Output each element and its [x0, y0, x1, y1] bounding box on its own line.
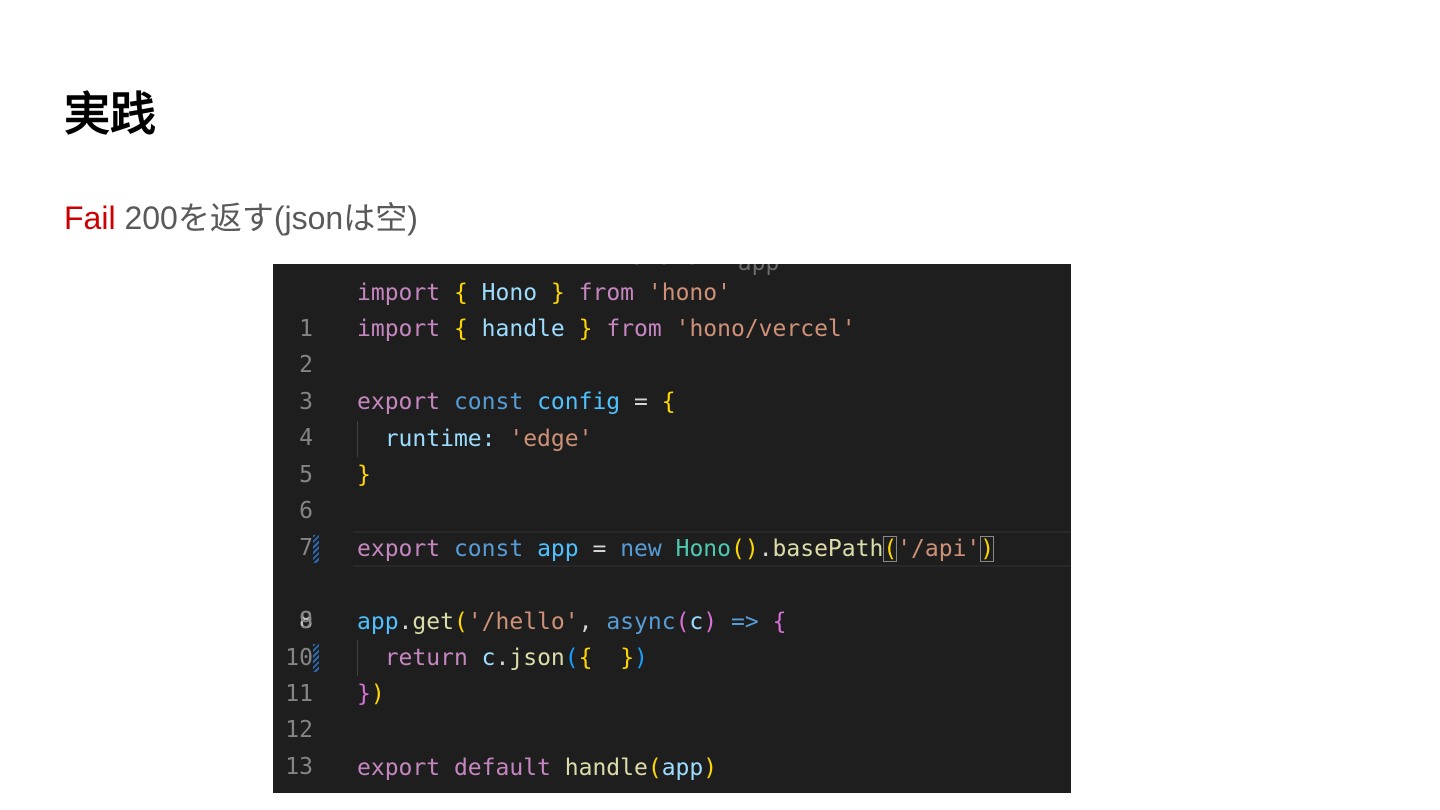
line-number: 4 [299, 425, 313, 451]
slide-title: 実践 [64, 87, 156, 141]
token: return [384, 645, 468, 671]
token: config [537, 389, 621, 415]
fail-label: Fail [64, 200, 116, 236]
token: app [357, 609, 399, 635]
code-line-11: 11 return c.json({ }) [273, 640, 1071, 707]
code-line-12: 12 }) [273, 676, 1071, 743]
line-number: 1 [299, 316, 313, 342]
line-number: 12 [285, 717, 313, 743]
token: 'edge' [509, 426, 593, 452]
line-number: 5 [299, 462, 313, 488]
line-number: 14 [273, 786, 313, 793]
code-line-14: 14 export default handle(app) [273, 750, 1071, 793]
token: async [606, 609, 676, 635]
code-line-8: 8 export const app = new Hono().basePath… [273, 531, 1071, 634]
indent-guide [357, 640, 358, 676]
line-number: 7 [299, 535, 313, 561]
token: export [357, 755, 441, 781]
token: export [357, 536, 441, 562]
token: from [578, 280, 635, 306]
token: c [689, 609, 704, 635]
token: from [606, 316, 662, 342]
token: const [453, 536, 524, 562]
token: app [537, 536, 579, 562]
indent-guide [357, 421, 358, 457]
code-line-10: 10 app.get('/hello', async(c) => { [273, 604, 1071, 671]
line-number: 8 [299, 608, 313, 634]
token: Hono [675, 536, 731, 562]
token: runtime [384, 426, 482, 452]
token: handle [564, 755, 648, 781]
token: 'hono/vercel' [675, 316, 856, 342]
token: get [412, 609, 454, 635]
subtitle-text: 200を返す(jsonは空) [115, 200, 418, 236]
token: app [661, 755, 704, 781]
token: basePath [772, 536, 884, 562]
code-line-3: 3 [273, 348, 1071, 415]
code-line-5: 5 runtime: 'edge' [273, 421, 1071, 488]
code-screenshot: ~ ~ ~ app 1 import { Hono } from 'hono' … [273, 264, 1071, 793]
token: import [357, 316, 441, 342]
line-number: 6 [299, 498, 313, 524]
token: '/api' [897, 536, 981, 562]
code-line-9: 9 [273, 567, 1071, 634]
token: new [620, 536, 662, 562]
line-number: 3 [299, 389, 313, 415]
token: export [357, 389, 441, 415]
code-line-13: 13 [273, 713, 1071, 780]
line-number: 13 [285, 754, 313, 780]
code-line-2: 2 import { handle } from 'hono/vercel' [273, 311, 1071, 378]
token: c [481, 645, 496, 671]
modified-line-marker [313, 535, 319, 563]
token: default [453, 755, 551, 781]
modified-line-marker [313, 644, 319, 672]
slide-subtitle: Fail 200を返す(jsonは空) [64, 196, 418, 240]
line-number: 9 [299, 608, 313, 634]
token: 'hono' [647, 280, 731, 306]
code-line-4: 4 export const config = { [273, 384, 1071, 451]
line-number: 2 [299, 352, 313, 378]
token: handle [481, 316, 565, 342]
code-line-1: 1 import { Hono } from 'hono' [273, 275, 1071, 342]
code-line-7: 7 [273, 494, 1071, 561]
token: '/hello' [467, 609, 579, 635]
token: const [453, 389, 524, 415]
token: Hono [481, 280, 538, 306]
line-number: 10 [285, 645, 313, 671]
cut-off-line: ~ ~ ~ app [627, 264, 779, 276]
token: import [357, 280, 441, 306]
line-number: 11 [285, 681, 313, 707]
code-line-6: 6 } [273, 457, 1071, 524]
token: json [509, 645, 565, 671]
